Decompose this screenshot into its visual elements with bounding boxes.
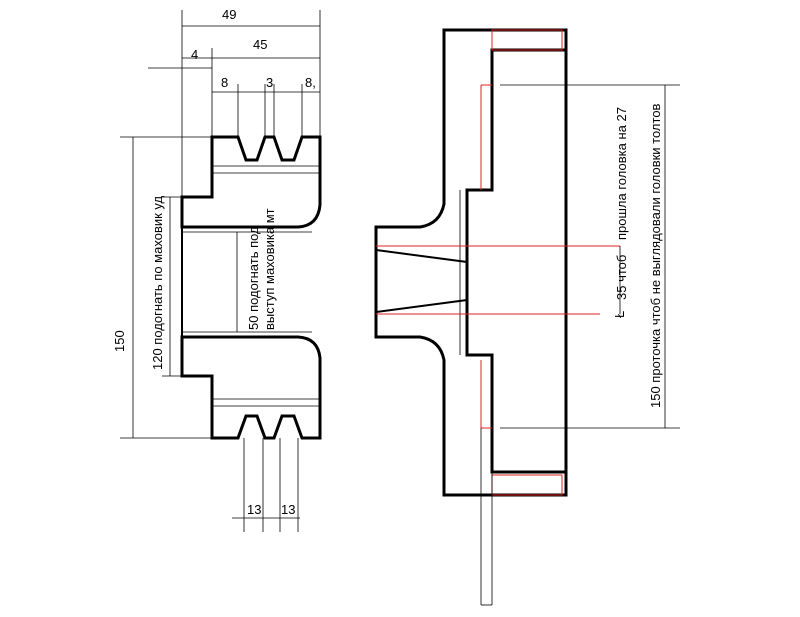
left-pulley-view: 49 45 4 8 3 8, 13 13 150 120 подо	[112, 7, 322, 532]
revision-rim-bottom	[491, 474, 563, 496]
pulley-lower-outline	[180, 335, 322, 440]
dim-49: 49	[222, 7, 236, 22]
note-seat-50-line2: выступ маховика мт	[262, 208, 277, 330]
note-seat-120: 120 подогнать по маховик уд	[150, 196, 165, 370]
bore-taper-top	[375, 249, 468, 263]
flywheel-inner-recess	[465, 48, 566, 474]
dim-3: 3	[266, 75, 273, 90]
dim-8b: 8,	[305, 75, 316, 90]
dim-45: 45	[253, 37, 267, 52]
note-bore-35: 35 чтоб	[614, 255, 629, 300]
dim-13a: 13	[247, 502, 261, 517]
bore-taper-bottom	[375, 299, 468, 313]
note-turning-150: 150 проточка чтоб не выглядовали головки…	[648, 103, 663, 408]
dim-8a: 8	[221, 75, 228, 90]
note-seat-50-line1: 50 подогнать под	[246, 226, 261, 330]
pulley-upper-outline	[180, 135, 322, 229]
flywheel-outer-outline	[374, 28, 568, 497]
note-head-27: прошла головка на 27	[614, 107, 629, 240]
dim-4: 4	[191, 47, 198, 62]
dim-150: 150	[112, 330, 127, 352]
right-flywheel-view: прошла головка на 27 35 чтоб Ł 150 прото…	[374, 28, 680, 606]
note-mark: Ł	[612, 311, 627, 318]
dim-13b: 13	[281, 502, 295, 517]
revision-rim-top	[491, 29, 563, 51]
